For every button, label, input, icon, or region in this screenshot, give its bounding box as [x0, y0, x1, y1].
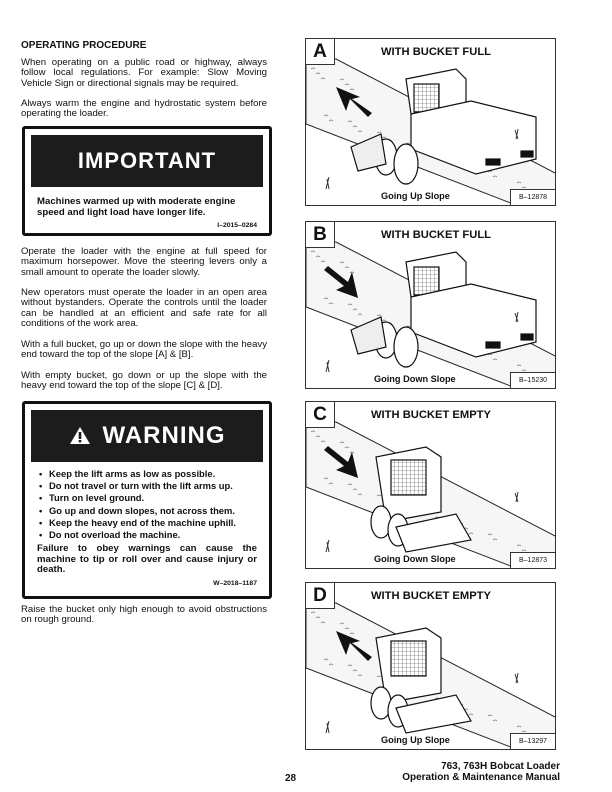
panel-letter: A — [306, 39, 335, 65]
panel-caption: Going Up Slope — [381, 191, 450, 201]
warning-bullet: Keep the lift arms as low as possible. — [39, 468, 269, 480]
grass-icon — [325, 491, 519, 553]
paragraph: With a full bucket, go up or down the sl… — [21, 339, 267, 361]
important-banner: IMPORTANT — [31, 135, 263, 187]
loader-illustration — [350, 68, 537, 185]
warning-bullet: Do not overload the machine. — [39, 529, 269, 541]
warning-code: W–2018–1187 — [213, 580, 257, 587]
grass-icon — [325, 128, 519, 190]
page-number: 28 — [285, 773, 297, 784]
paragraph: Always warm the engine and hydrostatic s… — [21, 98, 267, 120]
grass-icon — [325, 311, 519, 373]
slope-illustration — [306, 58, 555, 205]
paragraph: Raise the bucket only high enough to avo… — [21, 604, 267, 626]
panel-title: WITH BUCKET FULL — [381, 229, 491, 241]
footer-model: 763, 763H Bobcat Loader — [441, 761, 560, 772]
panel-caption: Going Up Slope — [381, 735, 450, 745]
warning-text: Failure to obey warnings can cause the m… — [37, 543, 257, 576]
warning-triangle-icon — [69, 427, 90, 444]
important-code: I–2015–0284 — [217, 222, 257, 230]
important-notice: IMPORTANT Machines warmed up with modera… — [22, 126, 272, 236]
panel-letter: B — [306, 222, 335, 248]
direction-arrow-down-icon — [324, 266, 358, 298]
important-text: Machines warmed up with moderate engine … — [37, 196, 236, 218]
slope-illustration — [306, 602, 555, 749]
section-heading: OPERATING PROCEDURE — [21, 40, 147, 51]
warning-list: Keep the lift arms as low as possible. D… — [25, 468, 269, 541]
warning-bullet: Do not travel or turn with the lift arms… — [39, 480, 269, 492]
panel-title: WITH BUCKET FULL — [381, 46, 491, 58]
loader-illustration — [370, 446, 472, 553]
panel-caption: Going Down Slope — [374, 554, 456, 564]
panel-title: WITH BUCKET EMPTY — [371, 590, 491, 602]
loader-illustration — [350, 251, 537, 368]
illustration-panel-a: A WITH BUCKET FULL Going Up Slope B–1287… — [305, 38, 556, 206]
warning-notice: WARNING Keep the lift arms as low as pos… — [22, 401, 272, 599]
slope-illustration — [306, 421, 555, 568]
paragraph: When operating on a public road or highw… — [21, 57, 267, 89]
paragraph: Operate the loader with the engine at fu… — [21, 246, 267, 278]
warning-bullet: Keep the heavy end of the machine uphill… — [39, 517, 269, 529]
panel-title: WITH BUCKET EMPTY — [371, 409, 491, 421]
illustration-panel-c: C WITH BUCKET EMPTY Going Down Slope B–1… — [305, 401, 556, 569]
figure-number: B–12878 — [510, 189, 555, 205]
paragraph: New operators must operate the loader in… — [21, 287, 267, 330]
loader-illustration — [370, 627, 472, 734]
slope-illustration — [306, 241, 555, 388]
footer-manual: Operation & Maintenance Manual — [402, 771, 560, 783]
paragraph: With empty bucket, go down or up the slo… — [21, 370, 267, 392]
warning-bullet: Go up and down slopes, not across them. — [39, 505, 269, 517]
panel-caption: Going Down Slope — [374, 374, 456, 384]
direction-arrow-up-icon — [336, 87, 372, 117]
footer: 763, 763H Bobcat Loader Operation & Main… — [402, 761, 560, 783]
grass-icon — [325, 672, 519, 734]
direction-arrow-up-icon — [336, 631, 372, 661]
illustration-panel-b: B WITH BUCKET FULL Going Down Slope B–15… — [305, 221, 556, 389]
direction-arrow-down-icon — [324, 446, 358, 478]
figure-number: B–15230 — [510, 372, 555, 388]
figure-number: B–13297 — [510, 733, 555, 749]
figure-number: B–12873 — [510, 552, 555, 568]
panel-letter: D — [306, 583, 335, 609]
warning-banner: WARNING — [31, 410, 263, 462]
warning-bullet: Turn on level ground. — [39, 492, 269, 504]
panel-letter: C — [306, 402, 335, 428]
warning-title: WARNING — [102, 422, 226, 449]
illustration-panel-d: D WITH BUCKET EMPTY Going Up Slope B–132… — [305, 582, 556, 750]
